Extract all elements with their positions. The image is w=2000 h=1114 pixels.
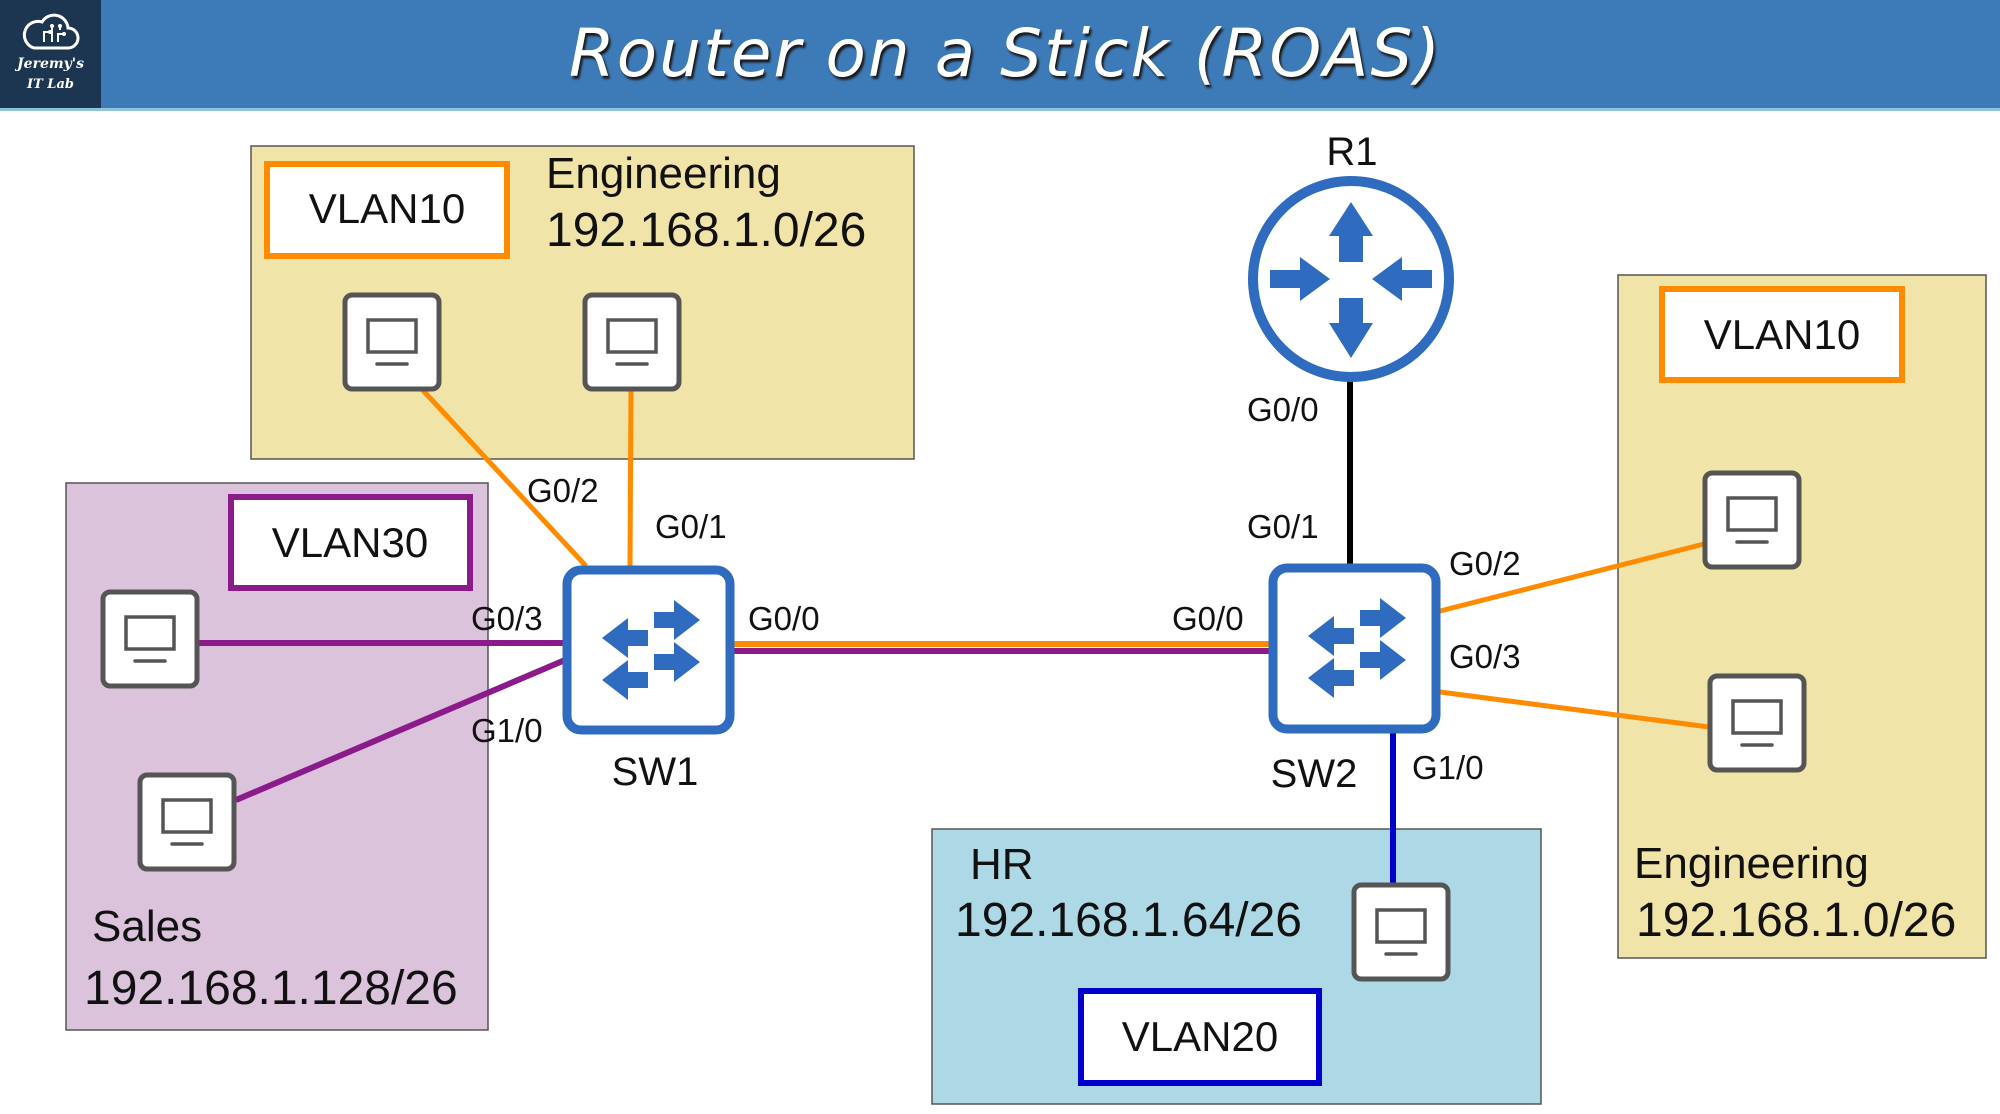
link-sw2-g02-eng-pc3 bbox=[1439, 541, 1705, 614]
pc-engineering-1[interactable] bbox=[342, 292, 442, 392]
port-label-sw1-g01: G0/1 bbox=[655, 508, 727, 545]
switch-name-sw2: SW2 bbox=[1271, 752, 1358, 796]
link-sw1-g01-eng-pc2 bbox=[627, 389, 634, 567]
switch-sw2[interactable]: SW2 bbox=[1268, 563, 1441, 796]
link-sw1-g10-sales-pc2 bbox=[234, 657, 567, 803]
computer-icon bbox=[161, 798, 213, 846]
port-label-sw1-g10: G1/0 bbox=[471, 712, 543, 749]
computer-icon bbox=[606, 318, 658, 366]
computer-icon bbox=[1375, 908, 1427, 956]
router-name: R1 bbox=[1326, 130, 1377, 174]
vlan-label-hr: VLAN20 bbox=[1122, 1013, 1278, 1060]
page-title: Router on a Stick (ROAS) bbox=[568, 15, 1443, 92]
zone-name-hr: HR bbox=[970, 840, 1034, 889]
computer-icon bbox=[366, 318, 418, 366]
port-label-sw1-g03: G0/3 bbox=[471, 600, 543, 637]
pcs bbox=[100, 292, 1807, 982]
port-label-r1-g00: G0/0 bbox=[1247, 391, 1319, 428]
vlan-label-engineering-left: VLAN10 bbox=[309, 185, 465, 232]
zone-name-engineering-right: Engineering bbox=[1634, 839, 1869, 888]
switch-icon bbox=[602, 600, 700, 700]
zone-name-engineering-left: Engineering bbox=[546, 149, 781, 198]
vlan-label-engineering-right: VLAN10 bbox=[1704, 311, 1860, 358]
logo-text-line2: IT Lab bbox=[27, 77, 74, 92]
pc-sales-1[interactable] bbox=[100, 589, 200, 689]
logo-text-line1: Jeremy's bbox=[17, 56, 84, 72]
logo: Jeremy's IT Lab bbox=[0, 0, 101, 108]
pc-hr-1[interactable] bbox=[1351, 882, 1451, 982]
cloud-circuit-icon bbox=[22, 13, 80, 50]
pc-engineering-2[interactable] bbox=[582, 292, 682, 392]
pc-engineering-4[interactable] bbox=[1707, 673, 1807, 773]
port-label-sw1-g00: G0/0 bbox=[748, 600, 820, 637]
zone-subnet-hr: 192.168.1.64/26 bbox=[955, 894, 1302, 947]
switch-sw1[interactable]: SW1 bbox=[562, 565, 735, 794]
port-label-sw2-g00: G0/0 bbox=[1172, 600, 1244, 637]
switch-icon bbox=[1308, 598, 1406, 698]
port-label-sw2-g03: G0/3 bbox=[1449, 638, 1521, 675]
link-sw2-g03-eng-pc4 bbox=[1439, 689, 1710, 730]
switch-name-sw1: SW1 bbox=[612, 750, 699, 794]
computer-icon bbox=[1726, 496, 1778, 544]
link-sw1-g02-eng-pc1 bbox=[416, 383, 588, 568]
zone-engineering-right: VLAN10 Engineering 192.168.1.0/26 bbox=[1617, 274, 1987, 959]
title-bar: Jeremy's IT Lab Router on a Stick (ROAS) bbox=[0, 0, 2000, 111]
port-labels: G0/2 G0/1 G0/3 G1/0 G0/0 G0/0 G0/0 G0/1 … bbox=[471, 391, 1521, 786]
zone-subnet-sales: 192.168.1.128/26 bbox=[84, 962, 458, 1015]
port-label-sw2-g10: G1/0 bbox=[1412, 749, 1484, 786]
port-label-sw2-g01: G0/1 bbox=[1247, 508, 1319, 545]
computer-icon bbox=[124, 615, 176, 663]
computer-icon bbox=[1731, 699, 1783, 747]
links bbox=[197, 380, 1710, 885]
zone-subnet-engineering-right: 192.168.1.0/26 bbox=[1636, 894, 1956, 947]
pc-sales-2[interactable] bbox=[137, 772, 237, 872]
zone-name-sales: Sales bbox=[92, 902, 202, 951]
router-r1[interactable]: R1 bbox=[1248, 130, 1454, 382]
router-icon bbox=[1270, 202, 1432, 358]
zone-subnet-engineering-left: 192.168.1.0/26 bbox=[546, 204, 866, 257]
vlan-label-sales: VLAN30 bbox=[272, 519, 428, 566]
port-label-sw2-g02: G0/2 bbox=[1449, 545, 1521, 582]
zone-sales: VLAN30 Sales 192.168.1.128/26 bbox=[65, 482, 489, 1031]
pc-engineering-3[interactable] bbox=[1702, 470, 1802, 570]
port-label-sw1-g02: G0/2 bbox=[527, 472, 599, 509]
